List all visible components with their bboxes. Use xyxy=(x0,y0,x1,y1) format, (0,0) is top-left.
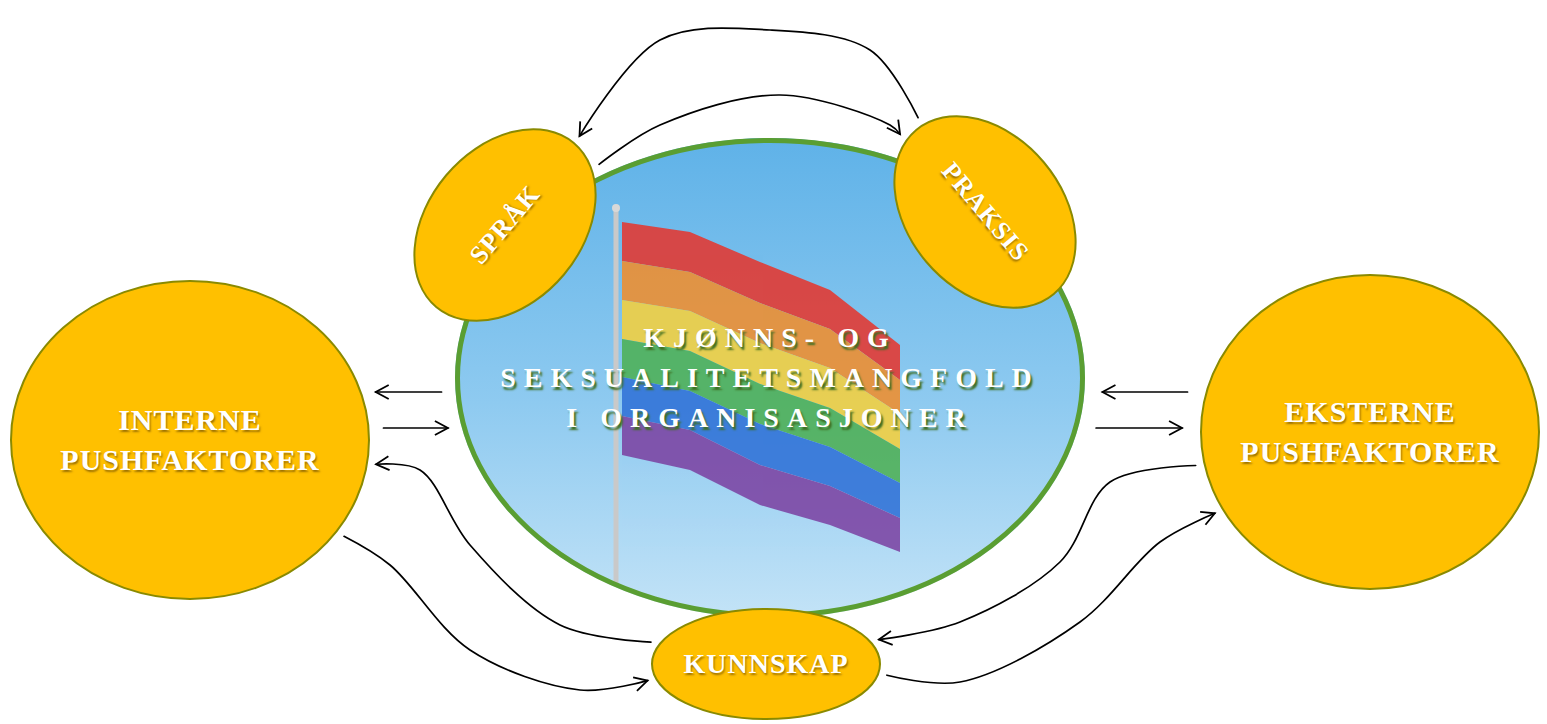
pushfactor-ellipse: INTERNE PUSHFAKTORER xyxy=(10,280,370,600)
node-shape xyxy=(857,81,1113,344)
node-label: KUNNSKAP xyxy=(683,647,848,681)
connector-arrow xyxy=(579,28,918,136)
node-outline xyxy=(10,280,370,600)
node-text-group: KJØNNS- OG SEKSUALITETSMANGFOLD I ORGANI… xyxy=(492,318,1048,438)
pushfactor-ellipse: EKSTERNE PUSHFAKTORER xyxy=(1200,274,1540,590)
connector-arrow xyxy=(376,464,651,642)
node-label: KJØNNS- OG SEKSUALITETSMANGFOLD I ORGANI… xyxy=(492,318,1048,438)
node-shape xyxy=(377,94,633,357)
node-outline xyxy=(1200,274,1540,590)
flag-pole-top xyxy=(612,204,620,212)
node-shape xyxy=(652,609,880,719)
connector-arrow xyxy=(344,536,648,690)
node-text-group: KUNNSKAP xyxy=(683,647,848,681)
node-label: EKSTERNE PUSHFAKTORER xyxy=(1225,392,1515,472)
connector-arrow xyxy=(1102,391,1187,393)
node-text-group: EKSTERNE PUSHFAKTORER xyxy=(1225,392,1515,472)
connector-arrow xyxy=(599,95,900,164)
connector-arrow xyxy=(887,513,1215,683)
connector-arrow xyxy=(383,427,447,429)
flag-stripe xyxy=(622,416,900,552)
connector-arrow xyxy=(1096,427,1182,429)
node-shape xyxy=(458,141,1083,616)
node-label: INTERNE PUSHFAKTORER xyxy=(45,400,335,480)
connector-arrow xyxy=(376,391,442,393)
theme-ellipse: KUNNSKAP xyxy=(651,608,881,720)
node-text-group: INTERNE PUSHFAKTORER xyxy=(45,400,335,480)
node-shape xyxy=(11,281,369,599)
node-shape xyxy=(1201,275,1539,589)
